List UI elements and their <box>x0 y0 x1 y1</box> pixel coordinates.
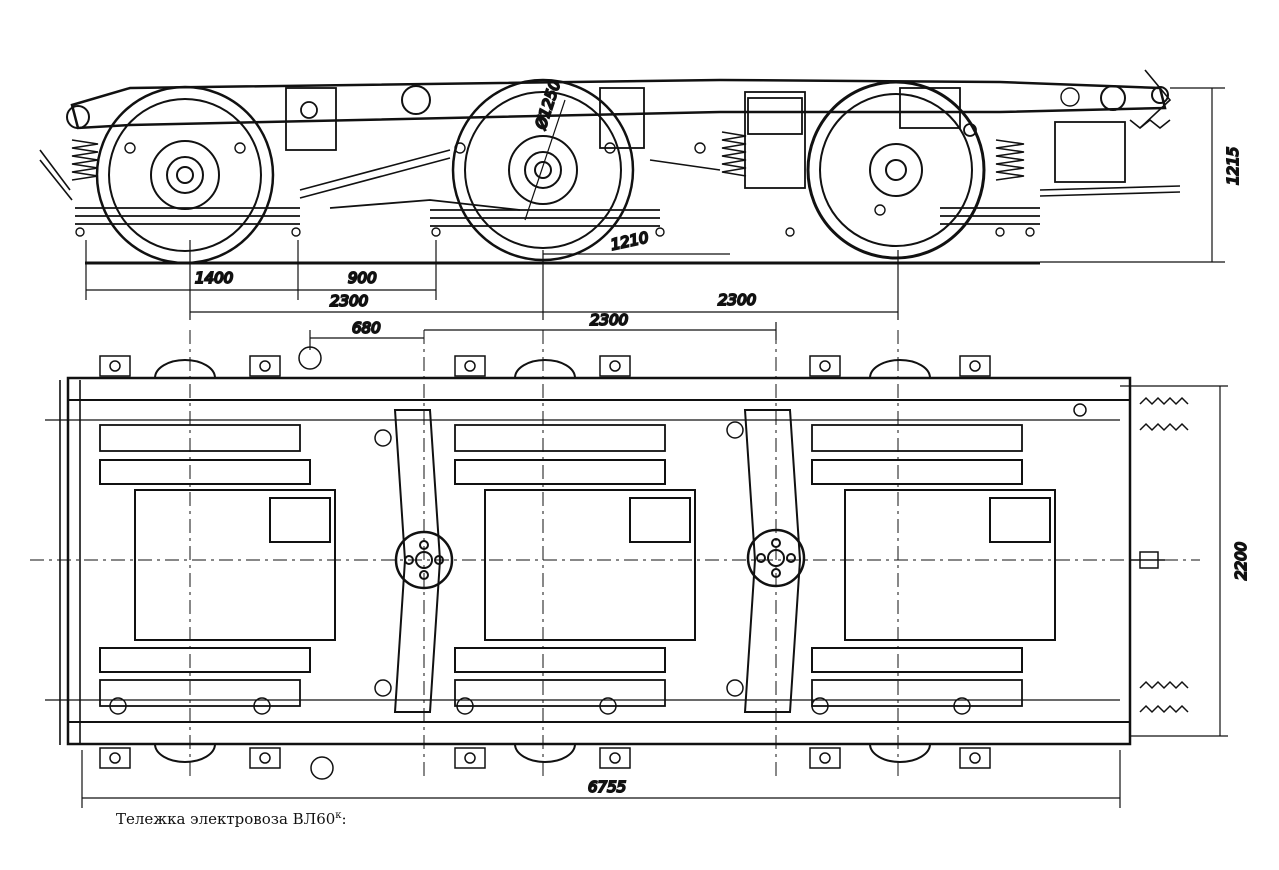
bolts <box>75 87 1080 237</box>
dim-wheel-diameter: Ø1250 <box>531 78 564 132</box>
dim-1210: 1210 <box>609 228 650 254</box>
side-dimensions <box>85 87 1225 320</box>
wheelset-1 <box>95 85 275 265</box>
dim-2300-plan: 2300 <box>590 311 628 329</box>
pivot-centres <box>394 528 806 590</box>
brake-rods <box>39 69 1181 201</box>
leaf-springs <box>75 199 1040 227</box>
wheelset-3 <box>806 80 986 260</box>
dim-2300-left: 2300 <box>330 292 368 310</box>
dim-2300-right: 2300 <box>718 291 756 309</box>
frame-outline <box>66 376 1132 746</box>
dim-680: 680 <box>352 319 381 337</box>
caption-superscript: к <box>335 810 342 821</box>
plan-end-springs <box>1130 396 1189 714</box>
dim-6755: 6755 <box>588 778 626 796</box>
plan-view: 680 2300 2200 6755 <box>30 310 1251 808</box>
dim-900: 900 <box>348 269 377 287</box>
springs <box>71 118 1171 181</box>
axle-boxes <box>285 87 1126 189</box>
traction-motors <box>99 459 1056 673</box>
gear-cases <box>99 424 1023 707</box>
dim-1400: 1400 <box>195 269 233 287</box>
centre-lines <box>30 330 1200 780</box>
side-view: 1400 900 2300 2300 1210 Ø1250 1215 <box>39 69 1243 320</box>
caption-text: Тележка электровоза ВЛ60 <box>116 810 336 828</box>
plan-dimensions <box>81 322 1228 808</box>
figure-caption: Тележка электровоза ВЛ60к: <box>116 810 347 828</box>
dim-1215: 1215 <box>1224 147 1242 185</box>
plan-wheels <box>154 359 931 763</box>
caption-suffix: : <box>341 810 347 828</box>
dim-2200: 2200 <box>1232 542 1250 580</box>
plan-brackets <box>99 346 1087 780</box>
